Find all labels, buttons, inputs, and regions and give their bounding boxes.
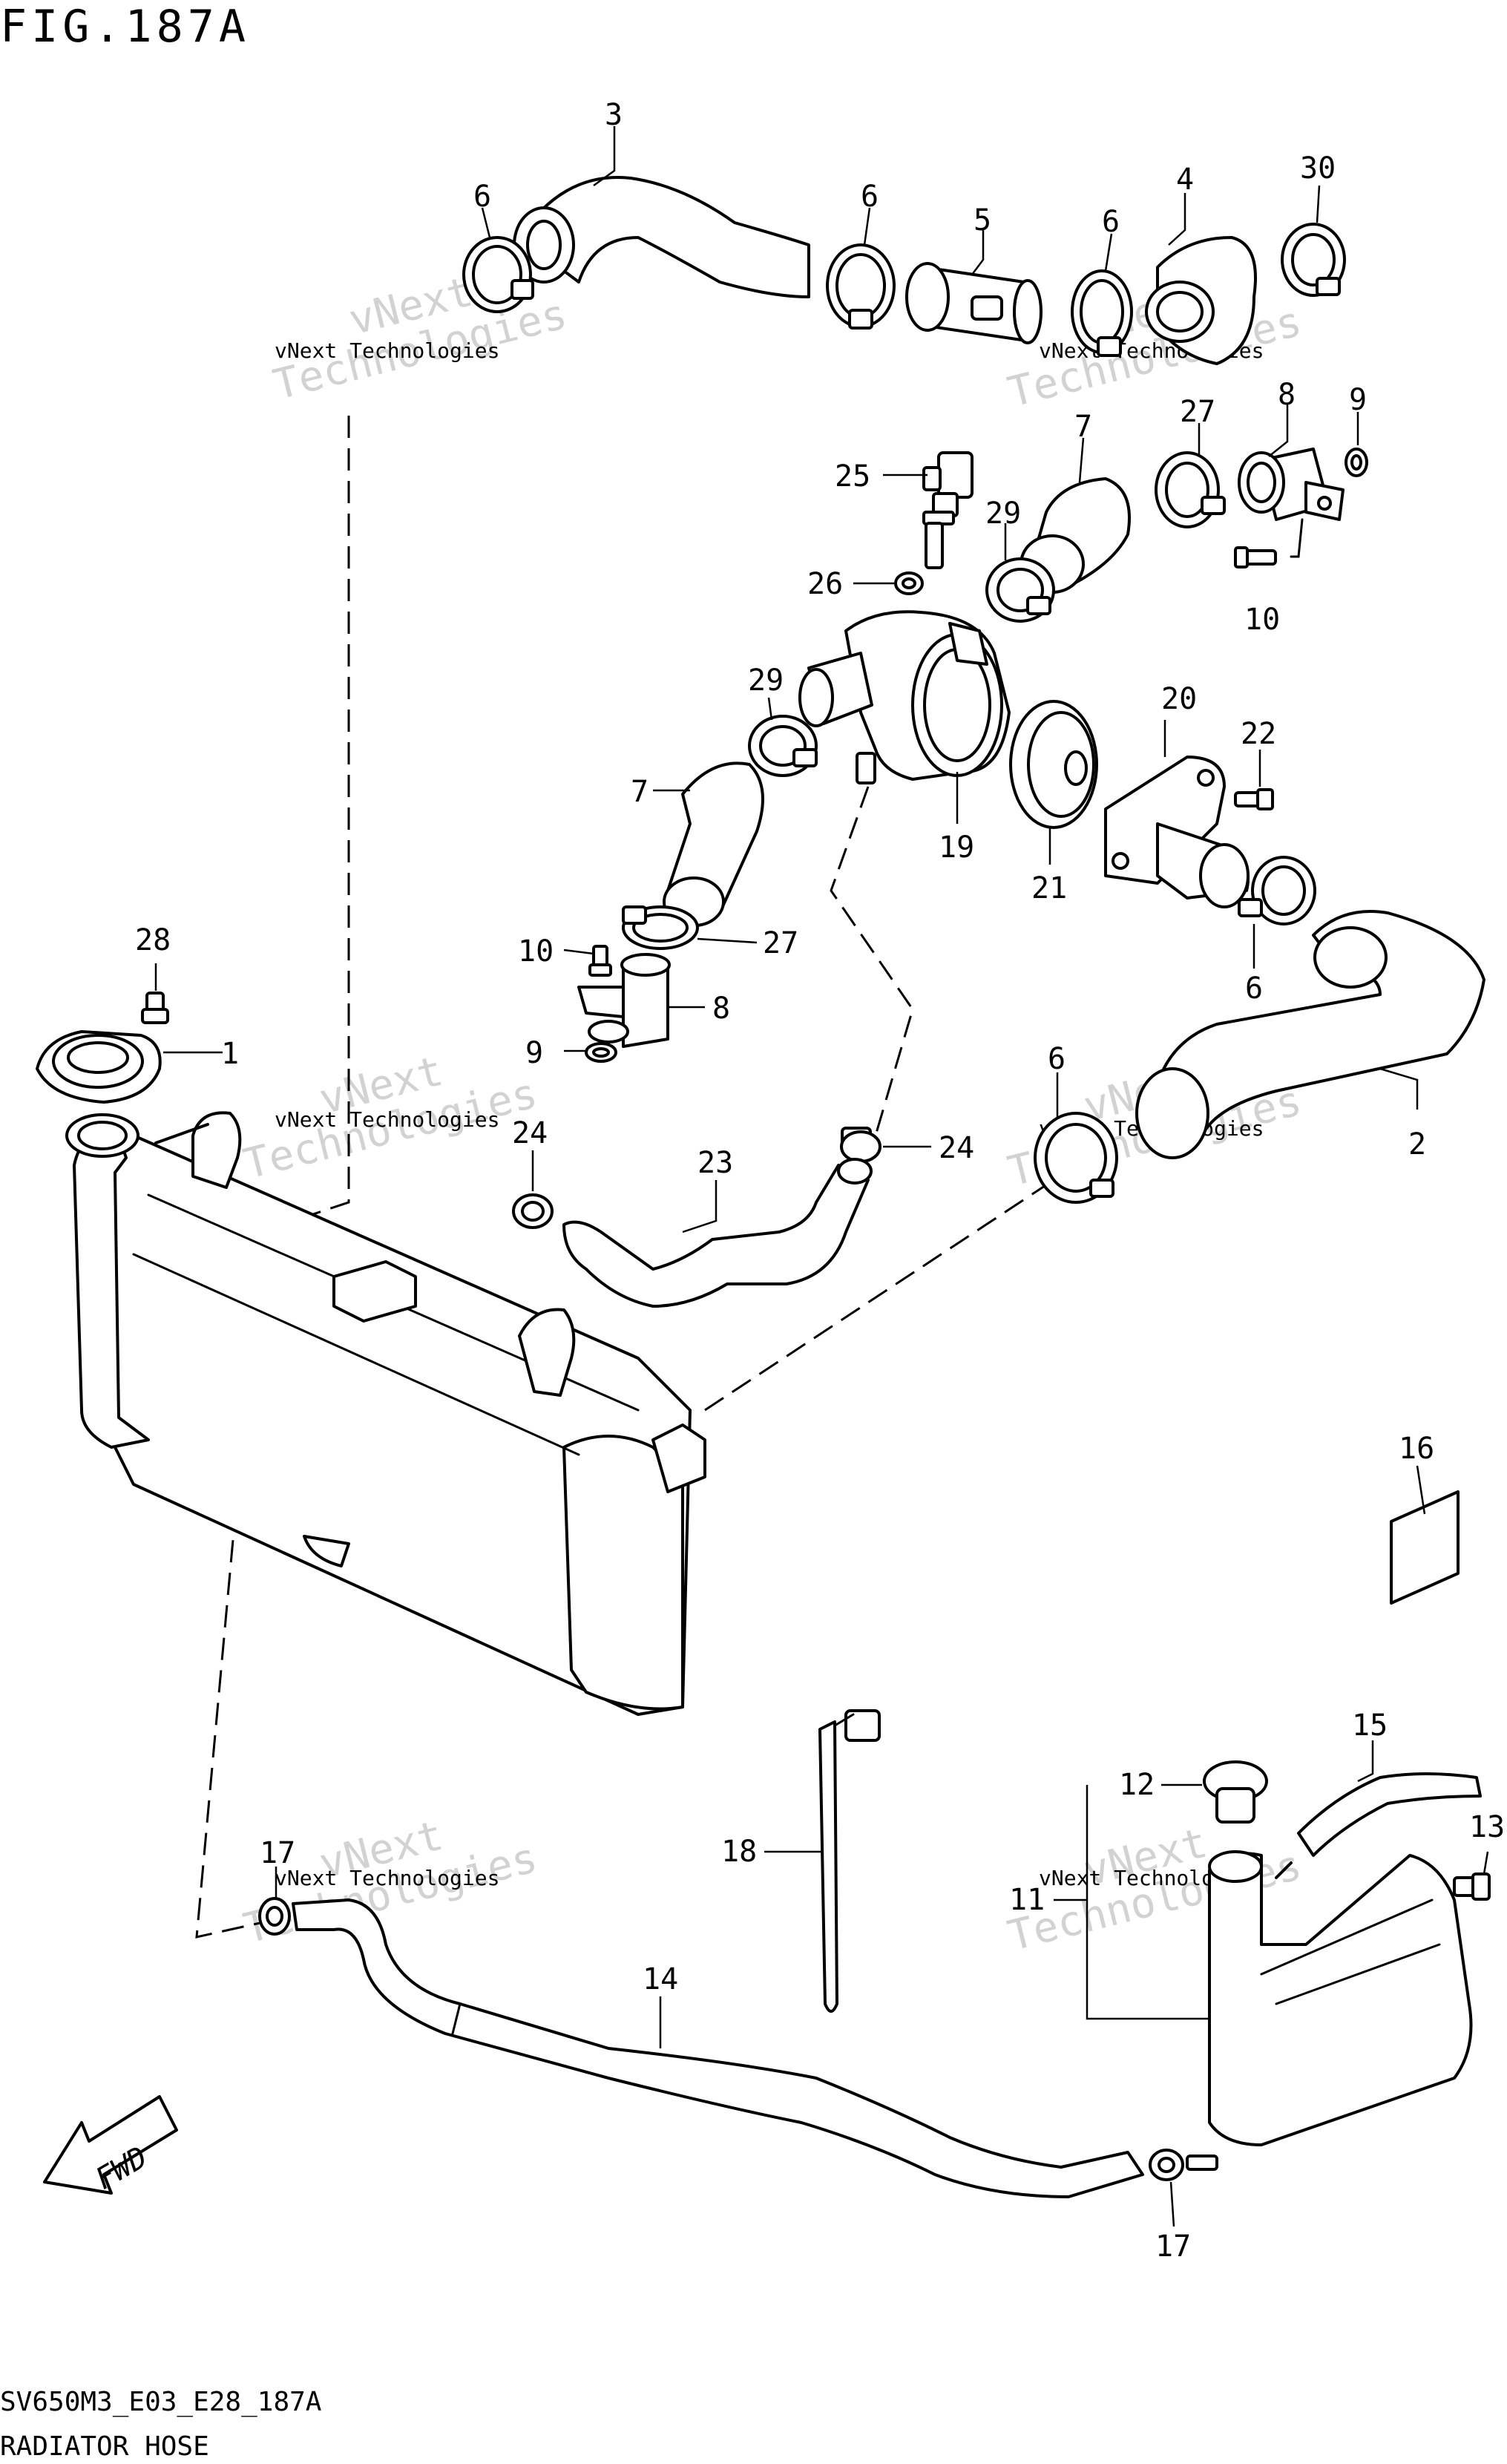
callout-10: 10: [1244, 603, 1280, 637]
callout-3: 3: [605, 98, 623, 132]
hose-14: [292, 1898, 1144, 2198]
thermostat-21: [1009, 700, 1098, 829]
fitting-8: [577, 953, 671, 1048]
callout-25: 25: [835, 459, 870, 494]
callout-17: 17: [260, 1836, 295, 1870]
callout-29: 29: [748, 663, 784, 698]
callout-28: 28: [135, 923, 171, 957]
callout-1: 1: [221, 1037, 239, 1071]
bolt-28: [141, 992, 169, 1024]
callout-21: 21: [1031, 871, 1067, 905]
callout-17: 17: [1155, 2229, 1191, 2264]
leader-lines: [154, 126, 1489, 2227]
callout-6: 6: [1102, 205, 1120, 239]
clamp-24: [512, 1193, 554, 1229]
fitting-8: [1238, 448, 1345, 521]
o-ring-9: [1345, 448, 1368, 477]
clamp-30: [1281, 223, 1346, 297]
clamp-29: [985, 557, 1055, 623]
cable-tie-18: [818, 1709, 881, 2013]
callout-7: 7: [1074, 410, 1092, 444]
callout-8: 8: [712, 992, 730, 1026]
callout-16: 16: [1399, 1432, 1434, 1466]
callout-labels: 3 6 6 5 6 4 30 8 9 27 7 25 29 26 10 29 7…: [135, 98, 1505, 2264]
callout-10: 10: [518, 934, 554, 969]
clamp-6: [1071, 269, 1133, 357]
callout-24: 24: [939, 1131, 974, 1165]
clamp-17: [1149, 2149, 1218, 2181]
callout-24: 24: [512, 1116, 548, 1150]
bolt-22: [1234, 788, 1274, 810]
reservoir-tank-11: [1208, 1850, 1473, 2146]
callout-4: 4: [1176, 163, 1194, 197]
callout-6: 6: [1245, 971, 1263, 1006]
radiator: [65, 1111, 706, 1716]
o-ring-9: [585, 1042, 617, 1063]
hose-23: [562, 1158, 873, 1308]
hose-3: [513, 176, 810, 298]
clamp-6: [1238, 856, 1316, 925]
clamp-17: [258, 1897, 291, 1936]
hose-15: [1297, 1772, 1482, 1857]
label-16: [1390, 1490, 1460, 1605]
watermark-text: vNext Technologies: [275, 1107, 499, 1132]
callout-13: 13: [1469, 1810, 1505, 1844]
callout-19: 19: [939, 830, 974, 865]
callout-11: 11: [1009, 1883, 1045, 1917]
clamp-6: [1034, 1112, 1118, 1204]
callout-9: 9: [525, 1036, 543, 1070]
thermostat-cover-20: [1104, 756, 1250, 908]
callout-6: 6: [473, 180, 491, 214]
callout-20: 20: [1161, 682, 1197, 716]
fwd-arrow-icon: FWD: [43, 2095, 178, 2197]
callout-14: 14: [643, 1962, 678, 1996]
bolt-13: [1453, 1872, 1491, 1901]
clamp-27: [1155, 451, 1226, 528]
callout-12: 12: [1119, 1768, 1155, 1802]
figure-code: SV650M3_E03_E28_187A: [0, 2387, 322, 2417]
radiator-cap-1: [36, 1030, 162, 1104]
clamp-29: [748, 715, 818, 777]
callout-5: 5: [974, 203, 991, 237]
watermark-text: vNext Technologies: [275, 338, 499, 363]
hose-4: [1145, 236, 1257, 365]
figure-title: FIG.187A: [0, 1, 250, 53]
clamp-24: [840, 1127, 881, 1163]
callout-23: 23: [697, 1146, 733, 1180]
clamp-27: [622, 905, 699, 950]
callout-2: 2: [1408, 1127, 1426, 1161]
assembly-guides: [195, 416, 1054, 1939]
callout-30: 30: [1300, 151, 1336, 186]
washer-26: [894, 571, 924, 595]
thermostat-housing-19: [798, 610, 1011, 784]
reservoir-cap-12: [1203, 1760, 1268, 1824]
callout-7: 7: [631, 775, 649, 809]
callout-18: 18: [721, 1835, 757, 1869]
callout-15: 15: [1352, 1708, 1388, 1743]
callout-6: 6: [1048, 1042, 1066, 1076]
clamp-6: [462, 236, 534, 313]
callout-22: 22: [1241, 717, 1276, 751]
hose-7: [663, 761, 764, 927]
callout-9: 9: [1349, 383, 1367, 417]
watermark-text: vNext Technologies: [275, 1866, 499, 1890]
sensor-25: [922, 451, 974, 569]
hose-2: [1135, 910, 1485, 1159]
callout-27: 27: [1180, 395, 1215, 429]
pipe-5: [905, 262, 1043, 344]
clamp-6: [826, 243, 896, 330]
callout-27: 27: [763, 926, 798, 960]
callout-8: 8: [1278, 378, 1296, 412]
bolt-10: [588, 945, 612, 977]
bolt-10: [1234, 518, 1304, 569]
callout-26: 26: [807, 567, 843, 601]
callout-29: 29: [985, 497, 1021, 531]
callout-6: 6: [861, 180, 879, 214]
figure-caption: RADIATOR HOSE: [0, 2431, 209, 2462]
